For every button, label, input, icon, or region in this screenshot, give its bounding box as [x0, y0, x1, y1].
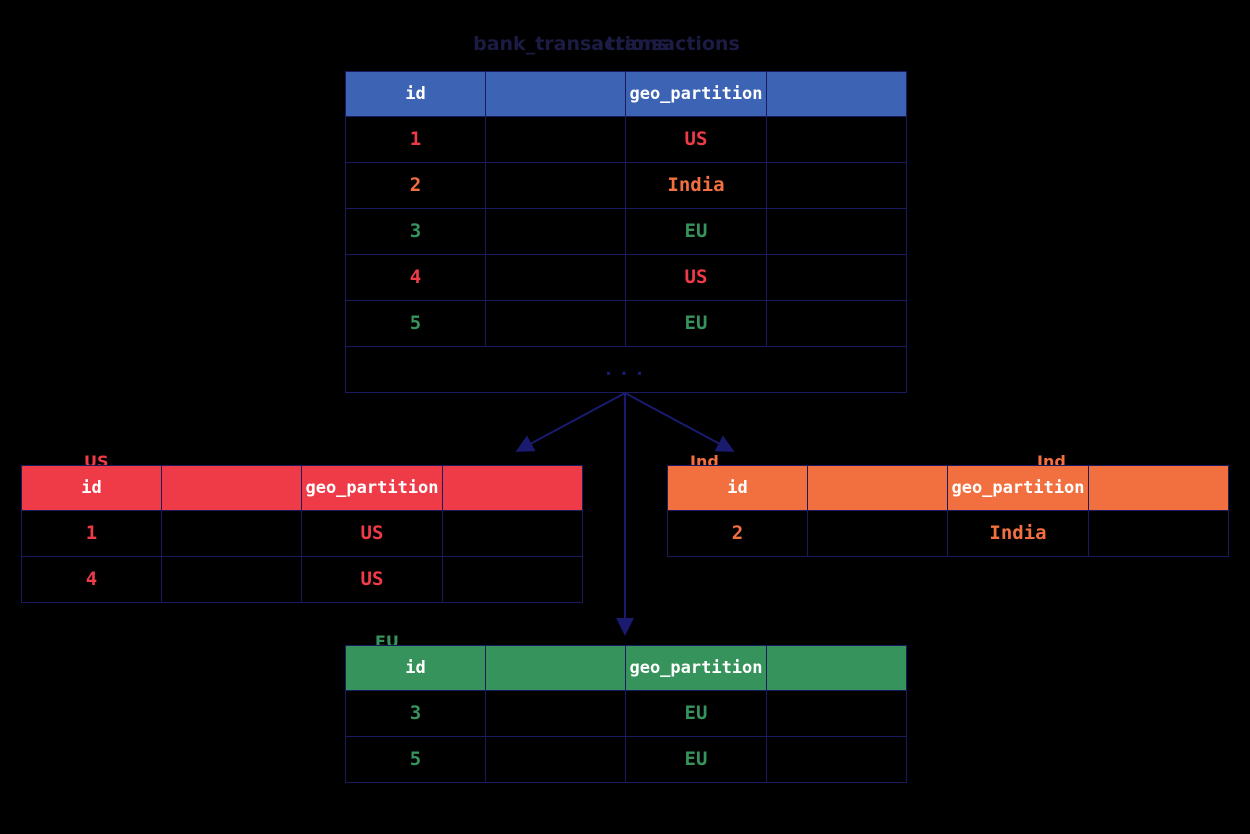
table-header-row: id geo_partition: [345, 71, 907, 117]
table-row: 2 India: [345, 162, 907, 209]
cell-id: 5: [345, 736, 486, 783]
cell-blank-1: [485, 162, 626, 209]
cell-blank-2: [766, 162, 907, 209]
table-header-row: id geo_partition: [21, 465, 583, 511]
cell-geo-partition: India: [625, 162, 767, 209]
column-header-geo-partition: geo_partition: [625, 71, 767, 117]
cell-blank-2: [766, 300, 907, 347]
table-row: 5 EU: [345, 736, 907, 783]
partition-table-india: id geo_partition 2 India: [667, 465, 1229, 557]
diagram-title-group: bank_transactions transactions: [0, 33, 1250, 61]
cell-id: 3: [345, 690, 486, 737]
partition-caption-india: India: [690, 452, 720, 466]
column-header-blank-1: [807, 465, 948, 511]
cell-blank-2: [766, 736, 907, 783]
table-row: 5 EU: [345, 300, 907, 347]
cell-id: 2: [667, 510, 808, 557]
cell-blank-2: [442, 510, 583, 557]
cell-id: 1: [21, 510, 162, 557]
cell-blank-2: [766, 208, 907, 255]
cell-geo-partition: EU: [625, 690, 767, 737]
table-row: 4 US: [345, 254, 907, 301]
column-header-blank-2: [1088, 465, 1229, 511]
cell-blank-1: [485, 254, 626, 301]
cell-geo-partition: EU: [625, 300, 767, 347]
column-header-id: id: [21, 465, 162, 511]
cell-blank-1: [485, 208, 626, 255]
cell-blank-1: [485, 736, 626, 783]
partition-caption-eu: EU: [375, 632, 399, 646]
cell-blank-1: [485, 116, 626, 163]
table-header-row: id geo_partition: [667, 465, 1229, 511]
column-header-id: id: [667, 465, 808, 511]
page-title-primary: bank_transactions: [473, 33, 669, 55]
cell-blank-1: [485, 300, 626, 347]
column-header-blank-1: [485, 645, 626, 691]
cell-blank-1: [161, 556, 302, 603]
arrow-to-india-partition: [624, 392, 735, 452]
cell-blank-2: [766, 690, 907, 737]
arrow-to-us-partition: [515, 392, 626, 452]
column-header-blank-1: [485, 71, 626, 117]
table-row: 3 EU: [345, 208, 907, 255]
cell-id: 5: [345, 300, 486, 347]
column-header-geo-partition: geo_partition: [947, 465, 1089, 511]
cell-id: 3: [345, 208, 486, 255]
column-header-geo-partition: geo_partition: [625, 645, 767, 691]
cell-geo-partition: India: [947, 510, 1089, 557]
table-row-ellipsis: ...: [345, 346, 907, 393]
cell-blank-1: [807, 510, 948, 557]
table-header-row: id geo_partition: [345, 645, 907, 691]
table-row: 4 US: [21, 556, 583, 603]
column-header-blank-2: [766, 71, 907, 117]
partition-caption-india-secondary: India: [1037, 452, 1067, 466]
cell-geo-partition: US: [301, 556, 443, 603]
ellipsis-indicator: ...: [345, 346, 907, 393]
cell-blank-1: [485, 690, 626, 737]
cell-blank-2: [766, 254, 907, 301]
column-header-id: id: [345, 645, 486, 691]
cell-id: 1: [345, 116, 486, 163]
table-row: 3 EU: [345, 690, 907, 737]
cell-blank-2: [1088, 510, 1229, 557]
cell-blank-1: [161, 510, 302, 557]
column-header-blank-1: [161, 465, 302, 511]
cell-blank-2: [766, 116, 907, 163]
column-header-geo-partition: geo_partition: [301, 465, 443, 511]
table-row: 1 US: [345, 116, 907, 163]
partition-caption-us: US: [84, 452, 109, 466]
cell-geo-partition: US: [625, 116, 767, 163]
cell-geo-partition: US: [625, 254, 767, 301]
cell-id: 4: [345, 254, 486, 301]
table-row: 2 India: [667, 510, 1229, 557]
page-title-secondary: transactions: [606, 33, 740, 55]
table-row: 1 US: [21, 510, 583, 557]
cell-geo-partition: EU: [625, 208, 767, 255]
cell-id: 2: [345, 162, 486, 209]
cell-geo-partition: EU: [625, 736, 767, 783]
column-header-blank-2: [442, 465, 583, 511]
cell-blank-2: [442, 556, 583, 603]
column-header-blank-2: [766, 645, 907, 691]
column-header-id: id: [345, 71, 486, 117]
cell-id: 4: [21, 556, 162, 603]
cell-geo-partition: US: [301, 510, 443, 557]
